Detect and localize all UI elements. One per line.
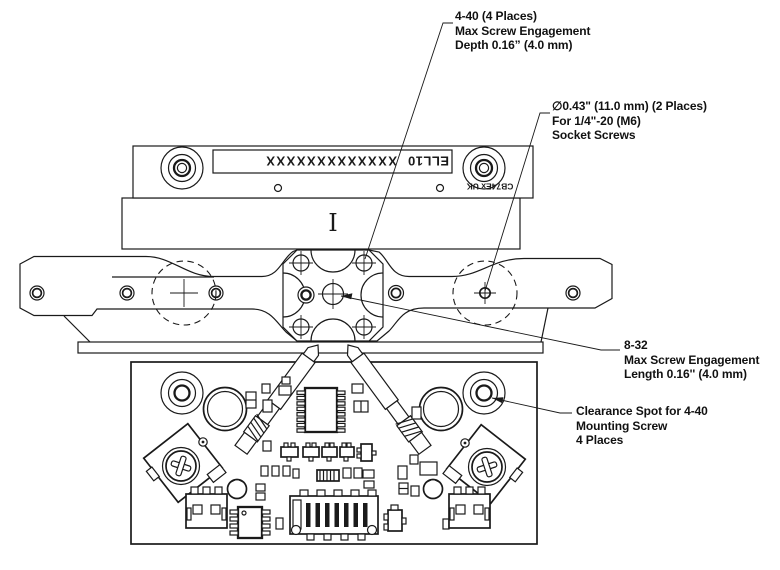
note-8-32-tap: 8-32 Max Screw Engagement Length 0.16'' …: [624, 338, 759, 382]
hole-4-40-bottom-right: [352, 315, 376, 339]
jst-connector-right: [448, 486, 491, 529]
pcb-standoff-rings-left: [160, 371, 204, 415]
serial-mask-label: XXXXXXXXXXXXX: [265, 154, 397, 169]
leader-4-40: [364, 22, 453, 260]
logic-ic-hatched: [316, 469, 340, 482]
driver-ic: [296, 386, 346, 434]
leader-clearance: [491, 397, 572, 414]
note-line: 8-32: [624, 338, 648, 352]
note-line: Max Screw Engagement: [455, 23, 591, 38]
leader-8-32: [340, 293, 620, 351]
note-clearance-spot: Clearance Spot for 4-40 Mounting Screw 4…: [576, 404, 708, 448]
smd-passives: [245, 376, 450, 530]
note-counterbore: ∅0.43" (11.0 mm) (2 Places) For 1/4"-20 …: [552, 99, 707, 143]
phillips-screw-left: [161, 446, 201, 486]
center-mount-block: [282, 249, 384, 342]
mid-housing: I: [121, 197, 521, 250]
beam-symbol: I: [328, 209, 337, 237]
top-housing: ELL10 XXXXXXXXXXXXX CB74Ex UK: [132, 145, 534, 199]
housing-screw-right: [462, 146, 506, 190]
hole-4-40-top-left: [289, 251, 313, 275]
hole-4-40-bottom-left: [289, 315, 313, 339]
housing-pin-hole-right: [435, 183, 445, 193]
counterbore-right: [452, 260, 518, 326]
bracket-hole-1: [29, 285, 45, 301]
motor-mount-left: [142, 422, 227, 504]
jst-connector-left: [185, 486, 228, 529]
note-line: Depth 0.16” (4.0 mm): [455, 38, 573, 53]
phillips-screw-right: [467, 447, 507, 487]
note-line: Length 0.16'' (4.0 mm): [624, 367, 747, 382]
note-line: Mounting Screw: [576, 418, 668, 433]
bracket-hole-3: [208, 285, 224, 301]
sot23-row: [280, 442, 377, 462]
cam-circle-left: [226, 478, 248, 500]
note-line: For 1/4"-20 (M6): [552, 113, 641, 128]
housing-pin-hole-left: [273, 183, 283, 193]
leader-counterbore: [484, 112, 550, 292]
cam-circle-right: [422, 478, 444, 500]
hole-8-32-center: [318, 279, 348, 309]
board-marking-label: CB74Ex UK: [466, 182, 514, 192]
device-label: ELL10: [407, 154, 449, 169]
note-4-40-tap: 4-40 (4 Places) Max Screw Engagement Dep…: [455, 9, 590, 53]
note-line: ∅0.43" (11.0 mm) (2 Places): [552, 99, 707, 113]
pcb-large-hole-left: [202, 386, 248, 432]
counterbore-left: [151, 260, 217, 326]
bracket-hole-5: [565, 285, 581, 301]
header-connector: [289, 489, 379, 541]
driver-ic-pins: [296, 390, 346, 433]
leader-lines: [340, 22, 620, 414]
bracket-hole-4: [387, 284, 405, 302]
note-line: 4 Places: [576, 433, 624, 448]
label-plate: ELL10 XXXXXXXXXXXXX: [212, 149, 453, 174]
hole-4-40-top-right: [352, 251, 376, 275]
motor-mount-right: [442, 423, 527, 505]
note-line: Clearance Spot for 4-40: [576, 404, 708, 418]
housing-screw-left: [160, 146, 204, 190]
note-line: 4-40 (4 Places): [455, 9, 537, 23]
sot23-bottom: [383, 504, 407, 532]
piezo-arm-right: [346, 344, 432, 456]
note-line: Socket Screws: [552, 128, 636, 143]
soic8-ic: [229, 505, 271, 540]
block-ring-hole: [297, 286, 315, 304]
pcb-large-hole-right: [418, 386, 464, 432]
note-line: Max Screw Engagement: [624, 352, 760, 367]
bracket-hole-2: [119, 285, 135, 301]
pcb-standoff-rings-right: [462, 371, 506, 415]
